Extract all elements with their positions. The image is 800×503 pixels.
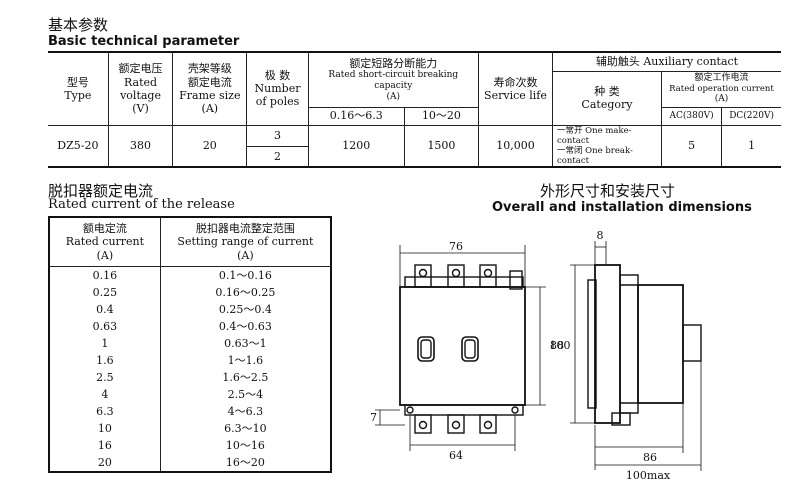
release-title-cn: 脱扣器额定电流 [48,182,154,200]
cell-rated-current: 1.6 [48,352,161,369]
cell-setting-range: 2.5～4 [159,386,332,403]
header-break-sub1: 0.16～6.3 [308,106,405,126]
cell-setting-range: 4～6.3 [159,403,332,420]
cell-break2: 1500 [403,124,479,168]
cell-poles-3: 3 [246,124,309,147]
cell-break1: 1200 [307,124,405,168]
dim-side-max: 100max [626,469,671,482]
cell-ac: 5 [660,124,723,168]
cell-rated-current: 2.5 [48,369,161,386]
dim-front-height: 88 [550,339,564,352]
dims-title-en: Overall and installation dimensions [492,200,752,215]
cell-setting-range: 0.1～0.16 [159,266,332,284]
dimension-drawing: 76 64 88 7 100 8 86 100max [370,229,702,482]
cell-setting-range: 0.25～0.4 [159,301,332,318]
dim-front-width: 76 [449,240,463,253]
cell-setting-range: 0.16～0.25 [159,284,332,301]
cell-setting-range: 0.4～0.63 [159,318,332,335]
header-ac: AC(380V) [660,106,723,126]
cell-setting-range: 1～1.6 [159,352,332,369]
cell-rated-current: 0.63 [48,318,161,335]
header-aux-category: 种 类 Category [552,70,662,126]
dim-front-mount: 64 [449,449,463,462]
cell-rated-current: 0.25 [48,284,161,301]
cell-rated-current: 16 [48,437,161,454]
cell-rated-current: 20 [48,454,161,472]
cell-setting-range: 10～16 [159,437,332,454]
spec-table: 型号 Type 额定电压 Rated voltage (V) 壳架等级 额定电流… [48,51,781,169]
section-title-en: Basic technical parameter [48,34,240,49]
header-aux: 辅助触头 Auxiliary contact [551,51,781,72]
cell-frame: 20 [172,124,248,168]
cell-rated-current: 4 [48,386,161,403]
cell-rated-current: 0.4 [48,301,161,318]
cell-rated-current: 10 [48,420,161,437]
dim-side-height: 100 [550,339,571,352]
cell-dc: 1 [721,124,781,168]
release-header-rated: 额电定流 Rated current (A) [48,217,161,267]
cell-type: DZ5-20 [48,124,109,168]
cell-setting-range: 0.63～1 [159,335,332,352]
cell-voltage: 380 [107,124,174,168]
dim-front-small: 7 [370,411,377,424]
header-life: 寿命次数 Service life [477,51,553,126]
cell-setting-range: 1.6～2.5 [159,369,332,386]
header-breaking: 额定短路分断能力 Rated short-circuit breaking ca… [307,51,479,108]
side-view [587,264,702,426]
cell-rated-current: 6.3 [48,403,161,420]
cell-setting-range: 16～20 [159,454,332,472]
section-title-cn: 基本参数 [48,16,109,34]
header-voltage: 额定电压 Rated voltage (V) [107,51,174,126]
front-view [399,264,526,434]
header-aux-current: 额定工作电流 Rated operation current (A) [660,70,781,108]
cell-life: 10,000 [477,124,553,168]
header-type: 型号 Type [48,51,109,126]
cell-rated-current: 1 [48,335,161,352]
release-table: 额电定流 Rated current (A) 脱扣器电流整定范围 Setting… [48,216,332,473]
cell-poles-2: 2 [246,145,309,168]
header-break-sub2: 10～20 [403,106,479,126]
cell-rated-current: 0.16 [48,266,161,284]
dims-title-cn: 外形尺寸和安装尺寸 [540,182,676,200]
cell-setting-range: 6.3～10 [159,420,332,437]
header-poles: 极 数 Number of poles [246,51,309,126]
dim-side-depth: 86 [643,451,657,464]
cell-category: 一常开 One make-contact 一常闭 One break-conta… [551,124,662,168]
header-frame: 壳架等级 额定电流 Frame size (A) [172,51,248,126]
header-dc: DC(220V) [721,106,781,126]
release-header-range: 脱扣器电流整定范围 Setting range of current (A) [159,217,332,267]
dim-side-top: 8 [597,229,604,242]
release-title-en: Rated current of the release [48,197,235,212]
